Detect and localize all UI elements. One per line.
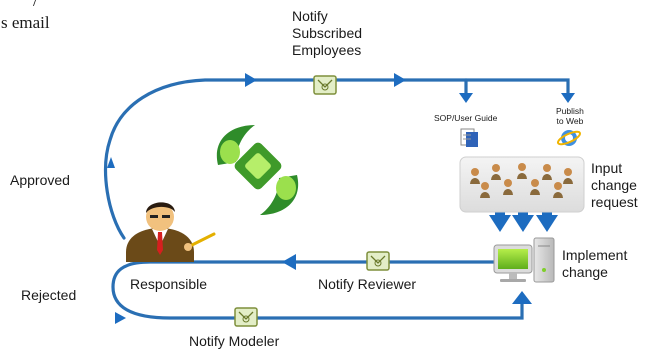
approved-label: Approved [10,172,70,188]
responsible-label: Responsible [130,276,208,292]
envelope-icon [234,307,258,327]
arrow-head [489,215,511,232]
arrow-head [561,93,575,103]
people-group-icon [459,156,585,213]
arrow-head [115,312,126,324]
arrow-head [512,291,532,304]
notify-reviewer-line [111,260,524,320]
envelope-icon [313,75,337,95]
envelope-icon [366,251,390,271]
notify-modeler-label: Notify Modeler [189,333,280,349]
arrow-head [512,215,534,232]
arrow-head [282,254,296,270]
document-icon [460,128,478,147]
corner-text-line1: / [33,0,38,10]
publish-to-web-label: Publish to Web [556,106,584,126]
approved-flow-line [104,78,570,240]
corner-text-line2: s email [1,13,50,32]
arrow-head [394,73,406,87]
logo-icon [216,125,299,215]
web-browser-icon [556,130,582,146]
responsible-person-icon [126,202,216,262]
notify-reviewer-label: Notify Reviewer [318,276,417,292]
arrow-head [459,93,473,103]
arrow-head [245,73,257,87]
input-change-request-label: Input change request [591,160,638,210]
computer-icon [493,237,555,283]
rejected-label: Rejected [21,287,77,303]
arrow-head [107,157,115,168]
notify-subscribed-label: Notify Subscribed Employees [292,8,363,58]
arrow-head [536,215,558,232]
sop-user-guide-label: SOP/User Guide [434,113,498,123]
implement-change-label: Implement change [562,247,628,280]
